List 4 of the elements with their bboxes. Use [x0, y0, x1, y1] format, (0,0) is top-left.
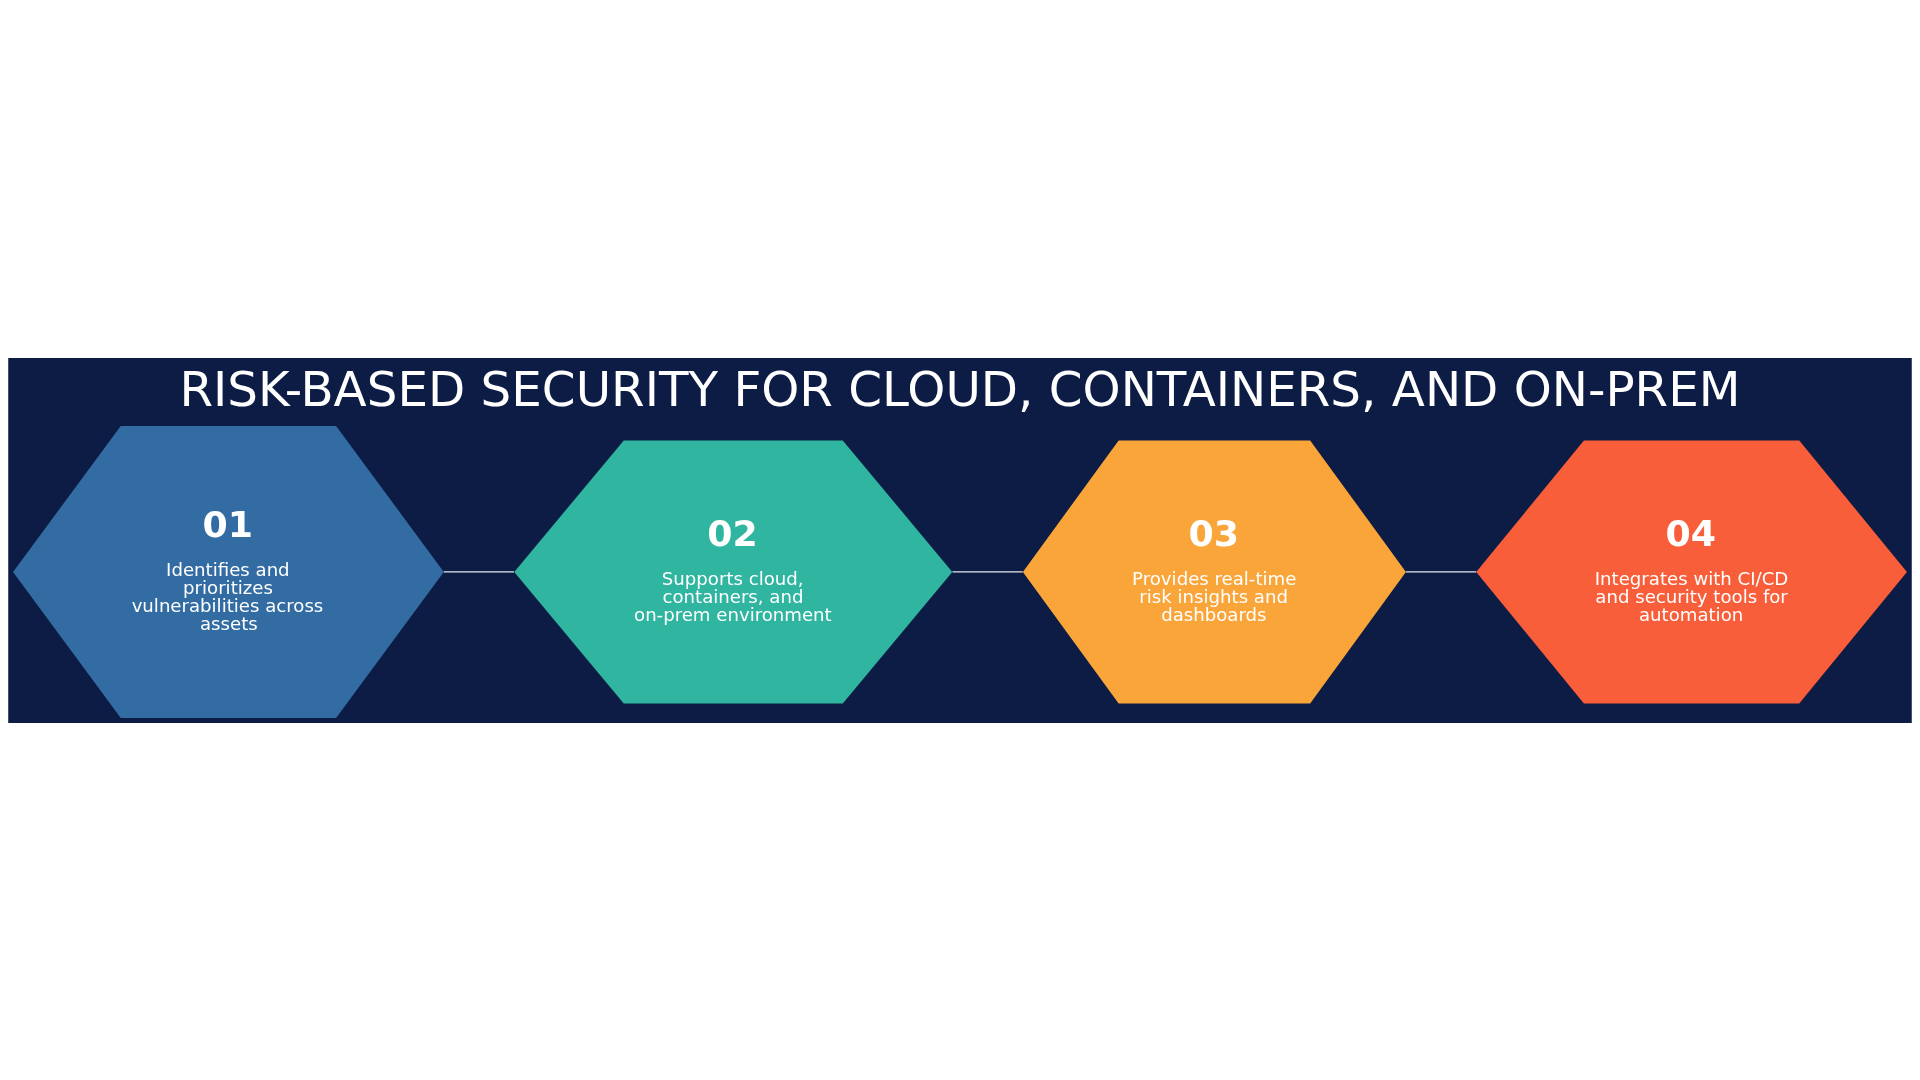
connector: [951, 570, 1024, 573]
connector: [1405, 570, 1477, 573]
diagram-title: RISK-BASED SECURITY FOR CLOUD, CONTAINERS, AND ON-PREM: [179, 360, 1741, 417]
connector: [443, 570, 515, 573]
